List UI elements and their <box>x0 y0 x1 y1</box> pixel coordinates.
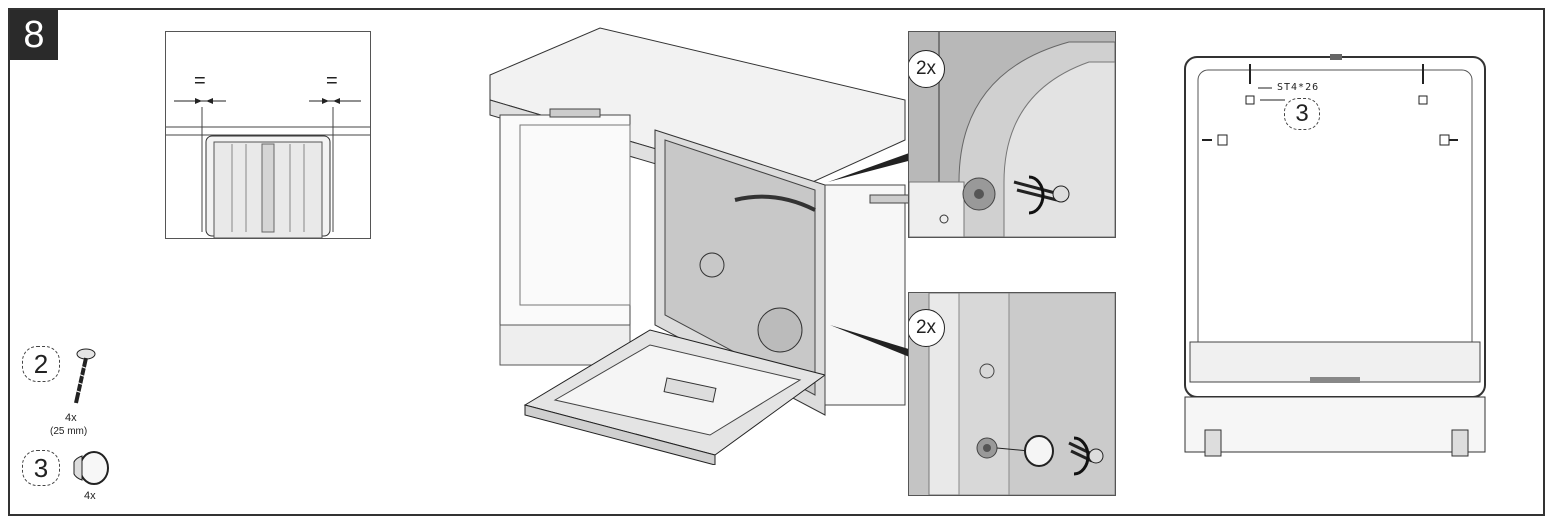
screw-icon <box>73 348 96 404</box>
door-part-badge: 3 <box>1284 98 1320 130</box>
gap-mark-left: = <box>194 70 206 92</box>
screw-part-badge: 2 <box>22 346 60 382</box>
upper-screw-detail-panel: 2x <box>908 31 1116 238</box>
upper-callout-badge: 2x <box>909 50 945 88</box>
lower-cap-detail-panel: 2x <box>908 292 1116 496</box>
cap-quantity: 4x <box>84 490 96 502</box>
screw-quantity: 4x <box>65 412 77 424</box>
door-front-view <box>1184 54 1486 457</box>
zoom-pointers <box>828 152 912 358</box>
instruction-frame <box>8 8 1545 516</box>
lower-cap-illustration <box>928 293 1115 495</box>
screw-size: (25 mm) <box>50 426 88 437</box>
step-number: 8 <box>10 10 58 60</box>
lower-callout-badge: 2x <box>909 309 945 347</box>
gap-alignment-panel: = = <box>165 31 371 239</box>
screw-spec-label: ST4*26 <box>1277 82 1320 93</box>
gap-alignment-illustration <box>166 98 370 238</box>
cap-part-badge: 3 <box>22 450 60 486</box>
cover-cap-icon <box>73 451 109 485</box>
dishwasher-cabinet-illustration <box>489 27 911 465</box>
gap-mark-right: = <box>326 70 338 92</box>
